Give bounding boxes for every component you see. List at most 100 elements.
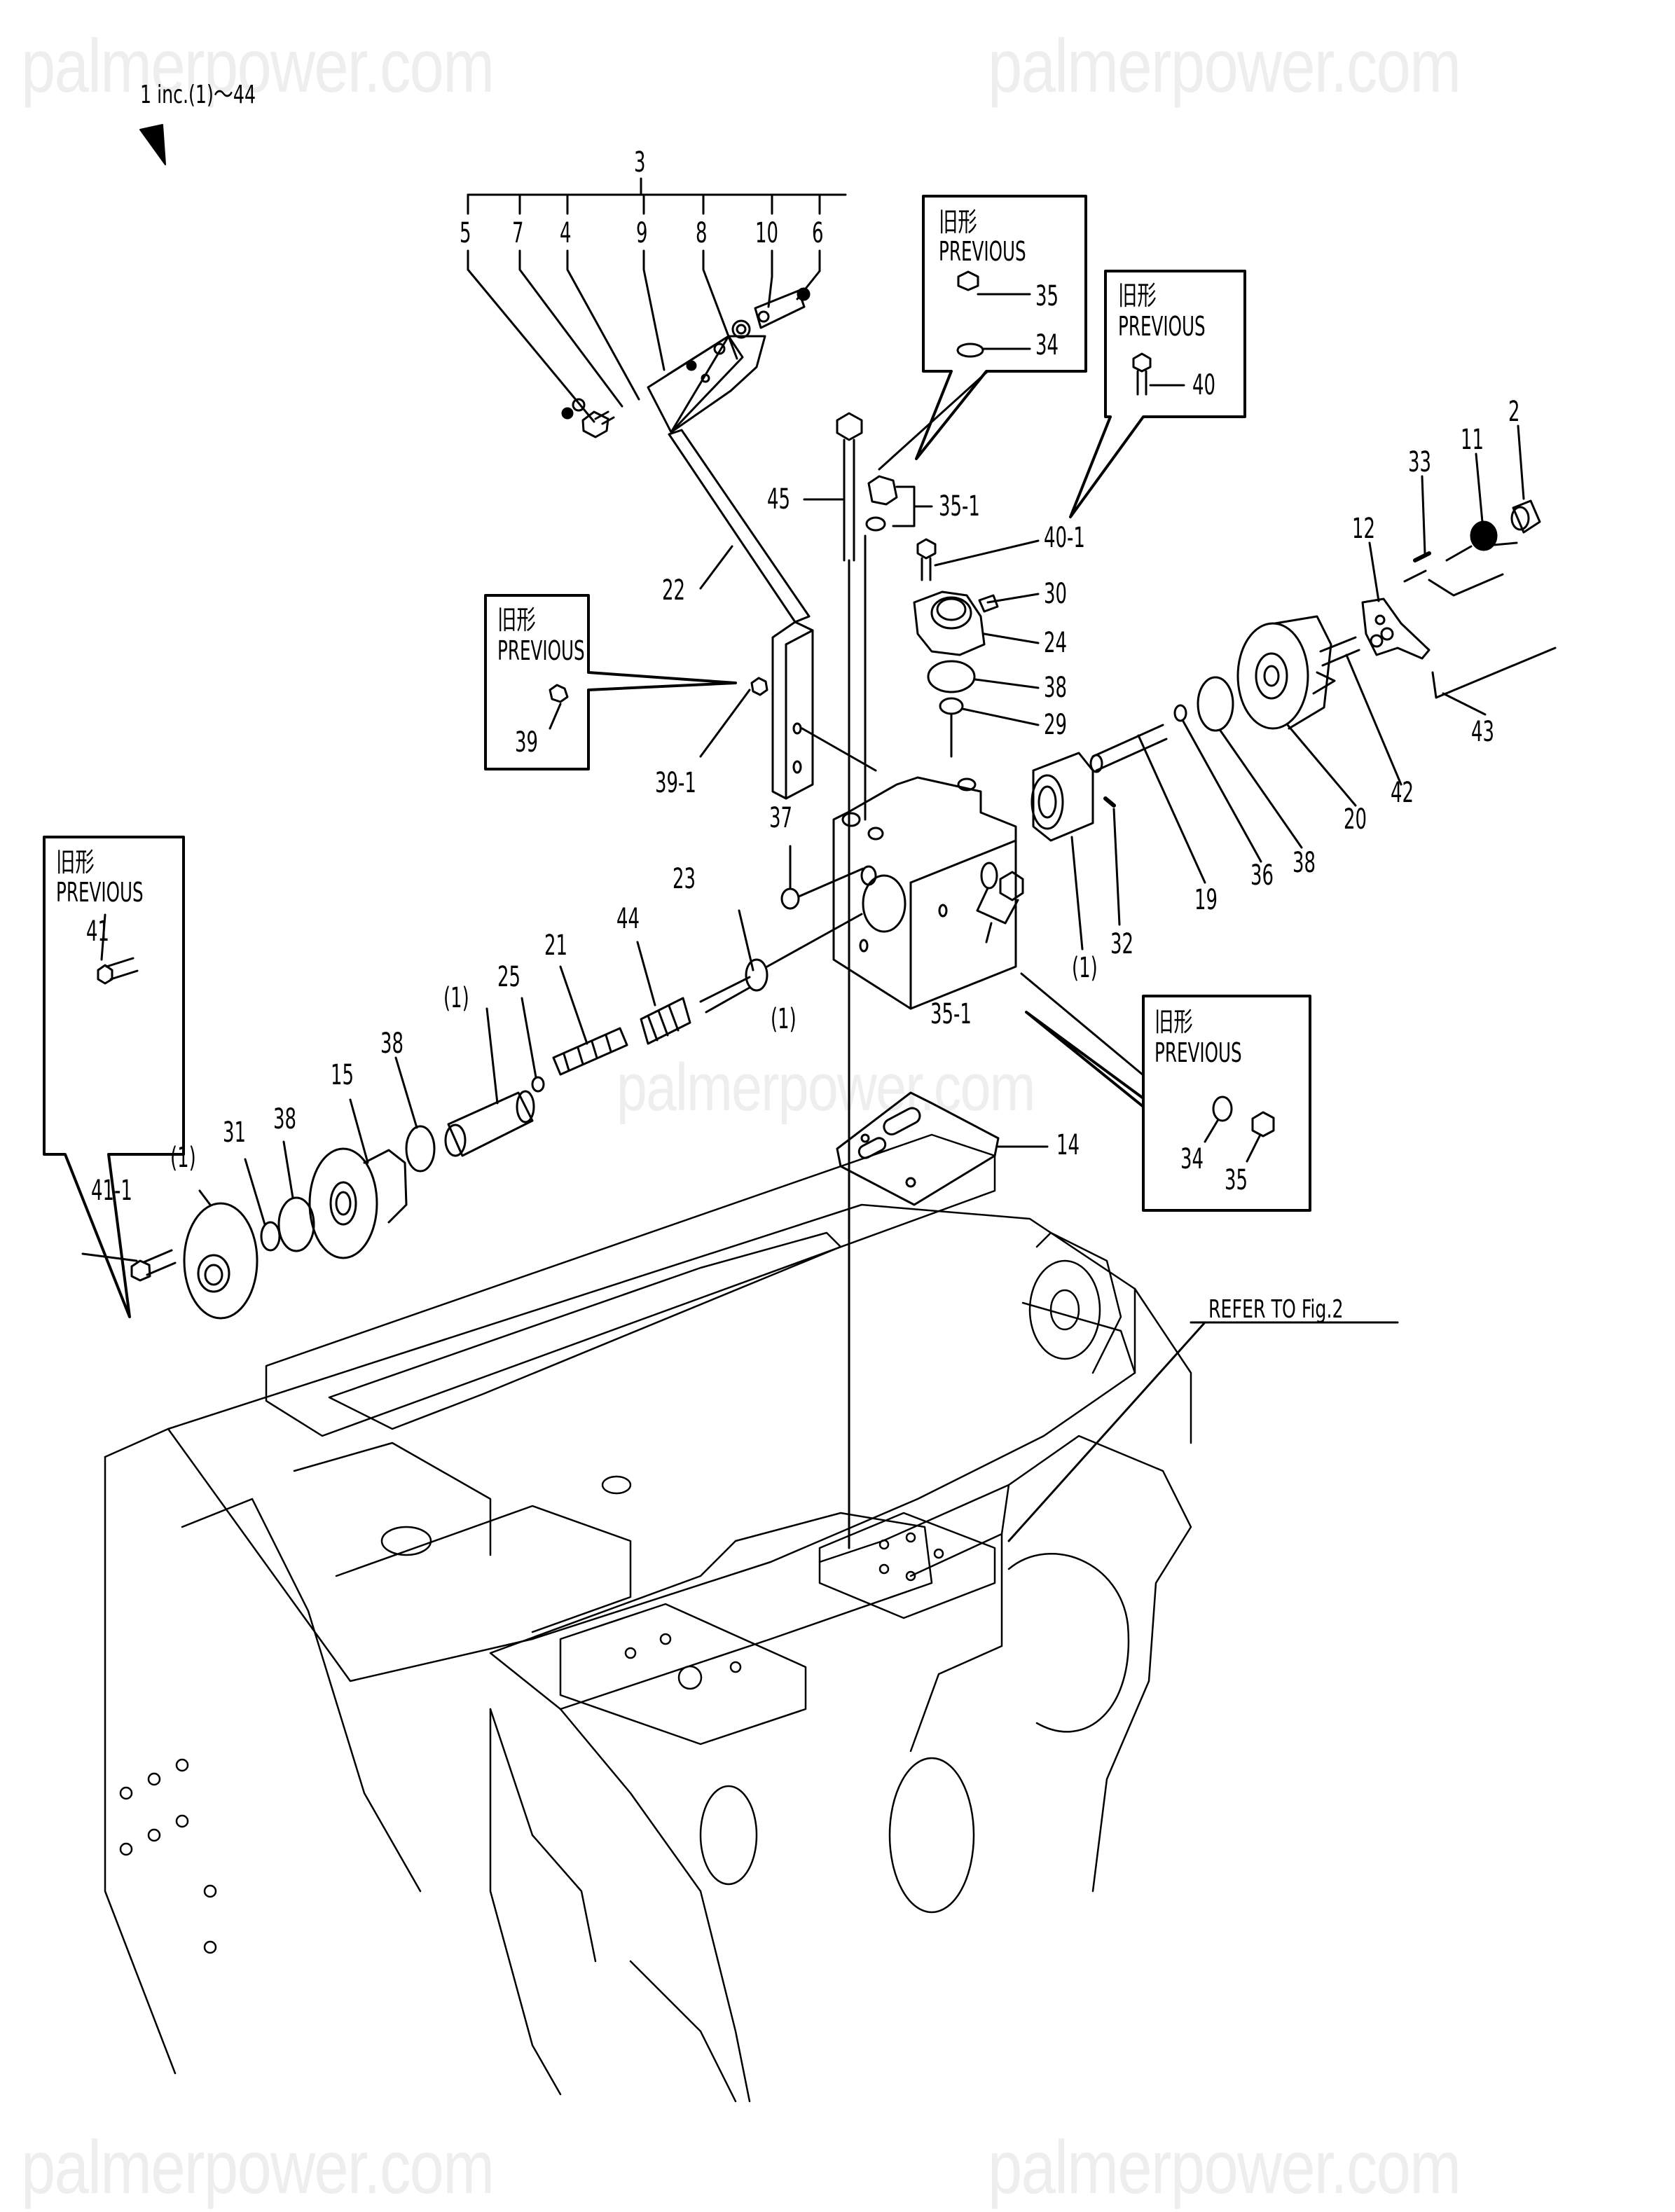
assembly-note: 1 inc.(1)～44 [140, 81, 256, 109]
previous-box-34-35-lower-item-34: 34 [1180, 1143, 1204, 1175]
label-29: 29 [1044, 709, 1067, 741]
label-39-1: 39-1 [655, 767, 696, 799]
label-3: 3 [634, 146, 646, 179]
ring-31 [261, 1222, 280, 1250]
label-12: 12 [1352, 513, 1375, 545]
label-6: 6 [812, 217, 824, 249]
watermark-bottom-left: palmerpower.com [21, 2124, 495, 2209]
spring-21 [553, 967, 627, 1074]
sleeve [1032, 753, 1093, 949]
label-21: 21 [544, 929, 567, 962]
label-7: 7 [512, 217, 524, 249]
label-19: 19 [1194, 884, 1218, 916]
plug-35-1-top [867, 476, 932, 530]
previous-box-40-title-en: PREVIOUS [1118, 311, 1206, 342]
washer-25 [532, 1077, 544, 1091]
plug-2 [1512, 426, 1540, 532]
label-1-block: (1) [771, 1003, 797, 1035]
link-plate-assembly [563, 289, 809, 437]
label-36: 36 [1250, 859, 1274, 892]
watermark-top-right: palmerpower.com [988, 23, 1461, 108]
bolt-45 [804, 413, 865, 1548]
label-8: 8 [696, 217, 708, 249]
o-ring-38-right [1198, 677, 1233, 731]
o-ring-38-top [928, 661, 974, 692]
label-35-1-lower: 35-1 [930, 998, 972, 1030]
previous-box-35-34-title-en: PREVIOUS [939, 236, 1026, 267]
label-15: 15 [331, 1059, 354, 1091]
label-4: 4 [560, 217, 572, 249]
previous-box-35-34-item-35: 35 [1035, 280, 1059, 312]
previous-box-35-34-frame [916, 196, 1086, 459]
group-bracket-lines [468, 179, 846, 422]
watermark-top-left: palmerpower.com [21, 23, 495, 108]
spring-44 [637, 942, 690, 1044]
label-42: 42 [1391, 777, 1414, 809]
label-10: 10 [755, 217, 778, 249]
engine-block [105, 1135, 1191, 2101]
label-43: 43 [1471, 716, 1494, 748]
previous-box-35-34-item-34: 34 [1035, 329, 1059, 361]
watermark-bottom-right: palmerpower.com [988, 2124, 1461, 2209]
label-9: 9 [636, 217, 648, 249]
previous-box-39-frame [485, 595, 767, 769]
pin-33 [1415, 553, 1429, 560]
refer-to-fig-note: REFER TO Fig.2 [1208, 1295, 1344, 1324]
previous-box-34-35-lower-item-35: 35 [1225, 1164, 1248, 1196]
label-30: 30 [1044, 578, 1067, 610]
previous-box-41-frame [44, 837, 184, 1317]
cover-24 [914, 592, 1038, 655]
label-1-cover: (1) [170, 1142, 196, 1174]
rod-22 [669, 430, 876, 799]
stud-42 [1321, 637, 1401, 784]
label-45: 45 [767, 483, 790, 516]
label-40-1: 40-1 [1044, 522, 1085, 554]
label-44: 44 [616, 903, 640, 935]
bolt-41-1 [83, 1250, 175, 1280]
label-22: 22 [662, 574, 685, 607]
label-11: 11 [1461, 424, 1484, 456]
o-ring-37 [782, 889, 799, 908]
shaft-19 [1091, 725, 1205, 883]
previous-box-41-item-41: 41 [86, 915, 109, 948]
valve-body [834, 777, 1016, 1009]
bolt-set-43 [1314, 571, 1555, 714]
previous-box-40-title-jp: 旧形 [1118, 280, 1157, 311]
label-25: 25 [497, 961, 521, 993]
label-38-left: 38 [273, 1103, 296, 1135]
lever-12 [1363, 543, 1429, 658]
o-ring-38-mid [406, 1126, 434, 1171]
label-37: 37 [769, 802, 792, 834]
label-24: 24 [1044, 627, 1067, 659]
bolt-40-1 [918, 539, 1038, 580]
label-41-1: 41-1 [91, 1175, 132, 1207]
o-ring-36 [1175, 705, 1186, 721]
label-38-mid: 38 [380, 1028, 404, 1060]
spool [446, 1009, 534, 1156]
previous-box-41-title-jp: 旧形 [56, 847, 95, 878]
label-1-spool: (1) [443, 982, 469, 1014]
label-31: 31 [223, 1117, 246, 1149]
label-23: 23 [673, 863, 696, 895]
spring-11 [1447, 454, 1517, 560]
previous-box-34-35-lower-title-jp: 旧形 [1154, 1007, 1193, 1037]
o-ring-38-left [279, 1198, 314, 1251]
previous-box-39-title-en: PREVIOUS [497, 635, 585, 666]
label-1-sleeve: (1) [1072, 952, 1098, 984]
label-35-1-top: 35-1 [939, 490, 980, 523]
cover-20 [1238, 616, 1356, 806]
previous-box-39-item-39: 39 [515, 726, 538, 759]
gasket-14 [837, 1093, 1047, 1205]
watermark-middle: palmerpower.com [616, 1050, 1035, 1125]
previous-box-34-35-lower-frame [1021, 974, 1310, 1210]
washer-29 [940, 698, 963, 714]
label-5: 5 [460, 217, 471, 249]
label-32: 32 [1110, 928, 1133, 960]
previous-box-40-frame [1070, 271, 1245, 517]
end-cover [184, 1191, 257, 1318]
assembly-arrow-icon [140, 125, 165, 165]
previous-box-39-title-jp: 旧形 [497, 604, 536, 635]
shaft-23 [701, 911, 862, 1012]
